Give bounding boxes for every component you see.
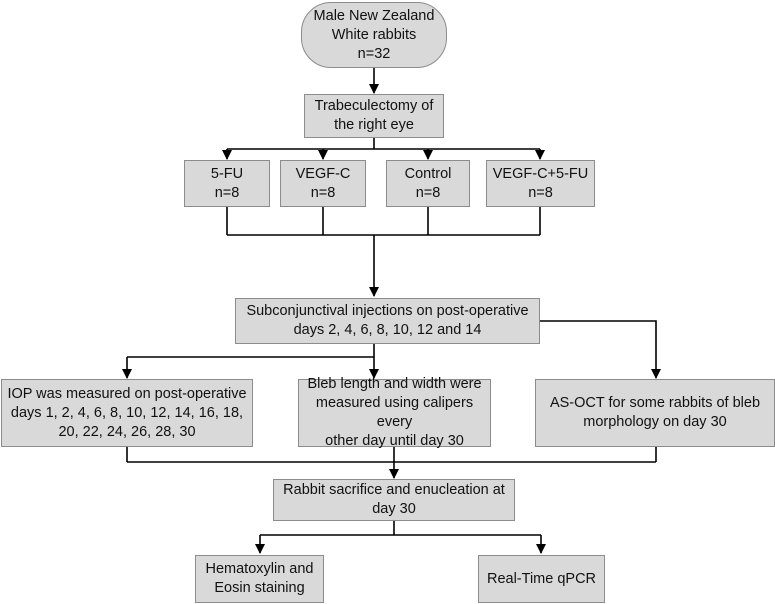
trabeculectomy-box: Trabeculectomy of the right eye [304,94,444,138]
injections-box: Subconjunctival injections on post-opera… [235,298,540,344]
qpcr-box: Real-Time qPCR [478,555,605,603]
arrow-to-asoct [540,320,661,379]
group-control-box: Control n=8 [386,160,470,207]
sacrifice-box: Rabbit sacrifice and enucleation at day … [273,479,515,521]
group-vegfc-box: VEGF-C n=8 [280,160,366,207]
start-node: Male New Zealand White rabbits n=32 [301,2,447,68]
group-vegfc-5fu-box: VEGF-C+5-FU n=8 [486,160,595,207]
group-5fu-box: 5-FU n=8 [184,160,270,207]
he-staining-box: Hematoxylin and Eosin staining [195,555,324,603]
bleb-measurement-box: Bleb length and width were measured usin… [298,376,491,449]
asoct-box: AS-OCT for some rabbits of bleb morpholo… [535,379,775,447]
iop-measurement-box: IOP was measured on post-operative days … [1,379,253,447]
